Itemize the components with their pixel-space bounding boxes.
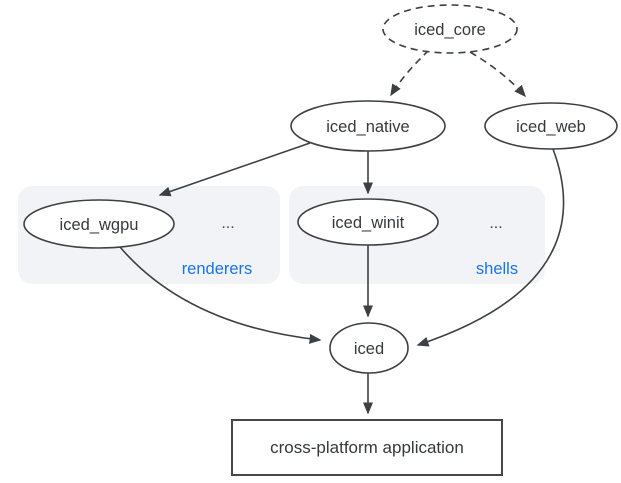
node-iced_native [290,100,446,152]
node-iced_winit-label: iced_winit [332,214,405,232]
node-cross-platform-application-label: cross-platform application [270,438,464,457]
node-iced_wgpu [23,199,175,249]
edge-iced_wgpu-to-iced [119,246,322,344]
node-iced_native-label: iced_native [326,118,409,136]
edge-iced_native-to-iced_wgpu [158,142,311,197]
shells-ellipsis: ... [489,215,502,232]
node-iced_web [484,102,618,150]
node-iced [329,322,409,374]
edge-iced_web-to-iced [416,148,565,347]
node-iced_core-label: iced_core [414,21,486,39]
node-iced-label: iced [354,340,384,358]
node-iced_winit [297,198,439,246]
node-iced_web-label: iced_web [516,118,586,136]
node-iced_wgpu-label: iced_wgpu [60,216,139,234]
renderers-ellipsis: ... [221,215,234,232]
renderers-group-label: renderers [182,260,253,278]
node-cross-platform-application [231,419,503,476]
edge-iced_core-to-iced_web [469,51,526,98]
node-iced_core [382,4,518,54]
edge-iced_core-to-iced_native [390,49,430,97]
shells-group-label: shells [476,260,518,278]
